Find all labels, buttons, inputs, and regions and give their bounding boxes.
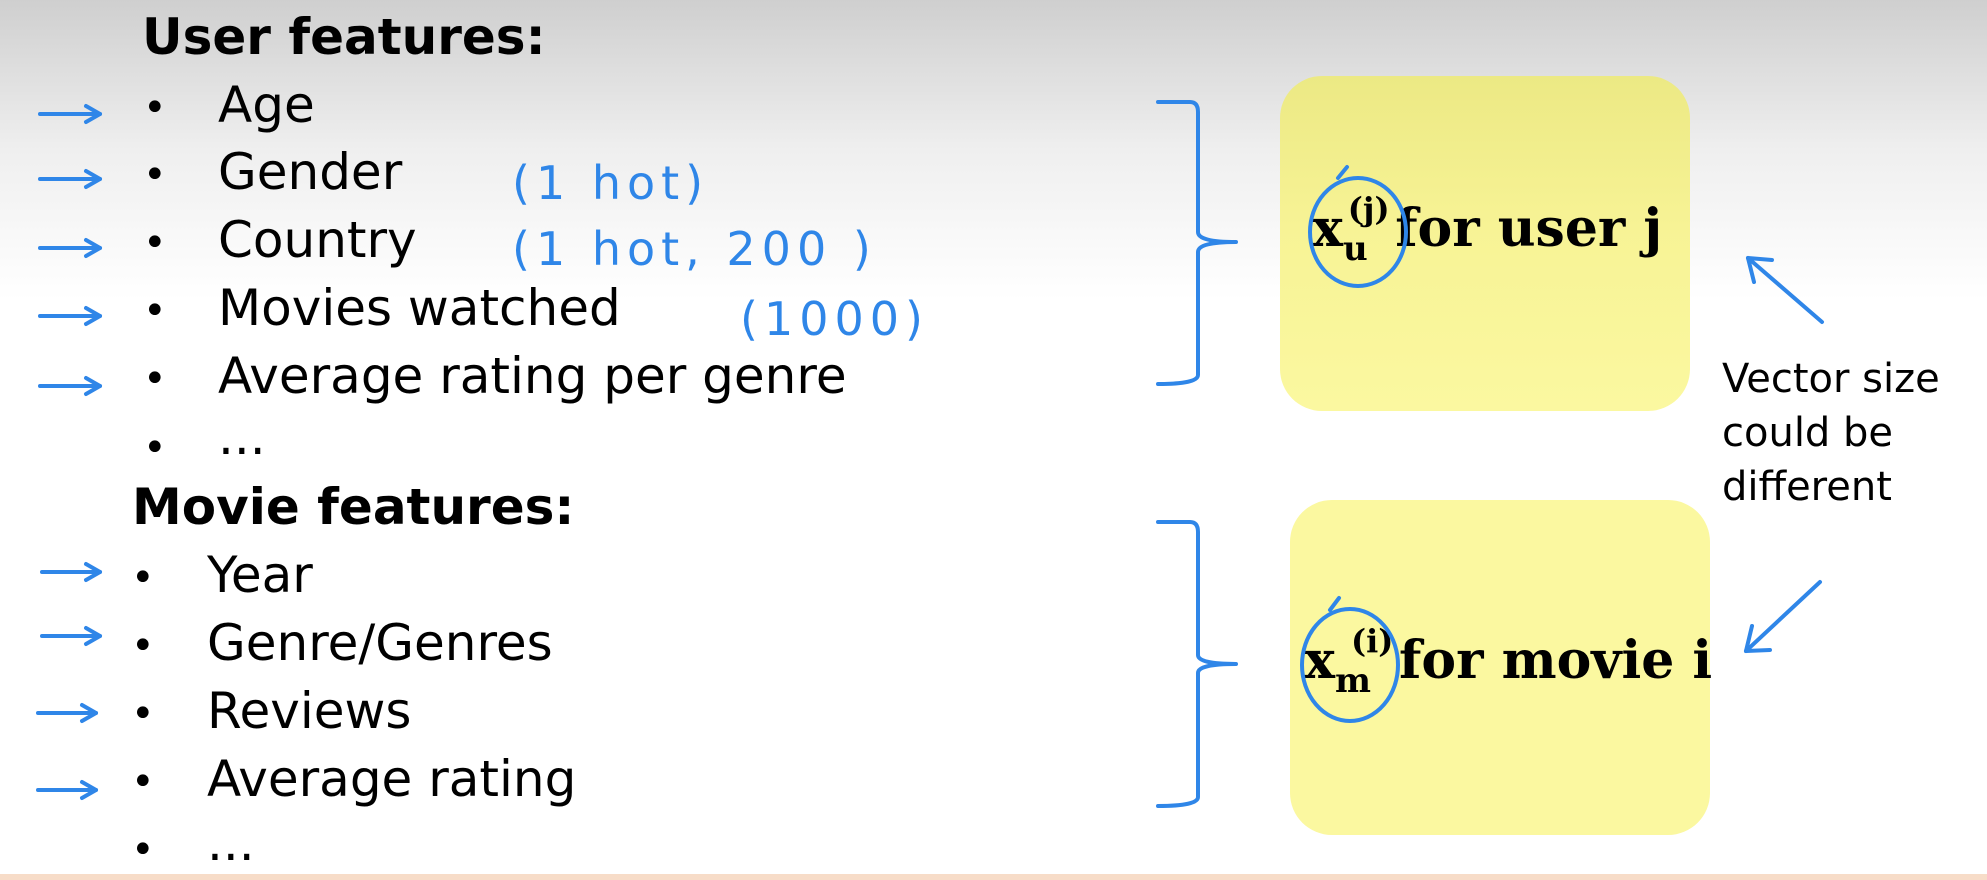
movie-vector-label: xm(i) for movie i bbox=[1304, 622, 1713, 701]
movie-vector-text: for movie i bbox=[1399, 630, 1713, 691]
right-arrow-icon bbox=[40, 626, 102, 646]
vector-size-note-line: could be bbox=[1722, 410, 1894, 456]
user-vector-superscript: (j) bbox=[1347, 190, 1390, 228]
movie-features-heading: Movie features: bbox=[132, 478, 575, 536]
diagonal-arrow-icon bbox=[1744, 580, 1822, 653]
bottom-strip bbox=[0, 874, 1987, 880]
user-vector-text: for user j bbox=[1395, 198, 1663, 259]
right-arrow-icon bbox=[38, 376, 102, 396]
user-vector-box bbox=[1280, 76, 1690, 411]
bullet-icon: • bbox=[131, 555, 155, 601]
user-vector-label: xu(j) for user j bbox=[1312, 190, 1663, 269]
right-arrow-icon bbox=[38, 169, 102, 189]
bullet-icon: • bbox=[143, 288, 167, 334]
movie-feature-genres: Genre/Genres bbox=[207, 614, 553, 672]
circle-annotation bbox=[1300, 607, 1400, 723]
bullet-icon: • bbox=[143, 152, 167, 198]
vector-size-note: Vector size could be different bbox=[1722, 352, 1940, 514]
gender-annotation: (1 hot) bbox=[512, 156, 710, 210]
right-arrow-icon bbox=[40, 562, 102, 582]
user-feature-movies-watched: Movies watched bbox=[218, 279, 621, 337]
right-arrow-icon bbox=[38, 104, 102, 124]
right-arrow-icon bbox=[38, 306, 102, 326]
movies-watched-annotation: (1000) bbox=[740, 292, 929, 346]
right-arrow-icon bbox=[36, 780, 98, 800]
user-feature-ellipsis: ... bbox=[218, 408, 266, 466]
bullet-icon: • bbox=[131, 623, 155, 669]
bullet-icon: • bbox=[131, 759, 155, 805]
vector-size-note-line: different bbox=[1722, 464, 1892, 510]
right-brace-icon bbox=[1156, 520, 1238, 808]
right-arrow-icon bbox=[36, 703, 98, 723]
user-features-heading: User features: bbox=[142, 8, 546, 66]
right-brace-icon bbox=[1156, 100, 1238, 386]
user-vector-symbol: x bbox=[1312, 198, 1344, 259]
bullet-icon: • bbox=[143, 220, 167, 266]
bullet-icon: • bbox=[131, 691, 155, 737]
user-feature-age: Age bbox=[218, 76, 315, 134]
bullet-icon: • bbox=[143, 425, 167, 471]
user-feature-gender: Gender bbox=[218, 143, 403, 201]
diagonal-arrow-icon bbox=[1746, 256, 1824, 324]
circle-annotation bbox=[1308, 176, 1408, 288]
user-vector-subscript: u bbox=[1343, 229, 1368, 269]
movie-feature-average-rating: Average rating bbox=[207, 750, 577, 808]
vector-size-note-line: Vector size bbox=[1722, 356, 1940, 402]
movie-vector-box bbox=[1290, 500, 1710, 835]
movie-vector-symbol: x bbox=[1304, 630, 1336, 691]
user-feature-average-rating-per-genre: Average rating per genre bbox=[218, 347, 847, 405]
country-annotation: (1 hot, 200 ) bbox=[512, 222, 877, 276]
movie-vector-subscript: m bbox=[1335, 661, 1371, 701]
movie-feature-ellipsis: ... bbox=[207, 814, 255, 872]
bullet-icon: • bbox=[131, 827, 155, 873]
movie-feature-year: Year bbox=[207, 546, 313, 604]
user-feature-country: Country bbox=[218, 211, 417, 269]
movie-feature-reviews: Reviews bbox=[207, 682, 412, 740]
right-arrow-icon bbox=[38, 238, 102, 258]
bullet-icon: • bbox=[143, 85, 167, 131]
bullet-icon: • bbox=[143, 356, 167, 402]
